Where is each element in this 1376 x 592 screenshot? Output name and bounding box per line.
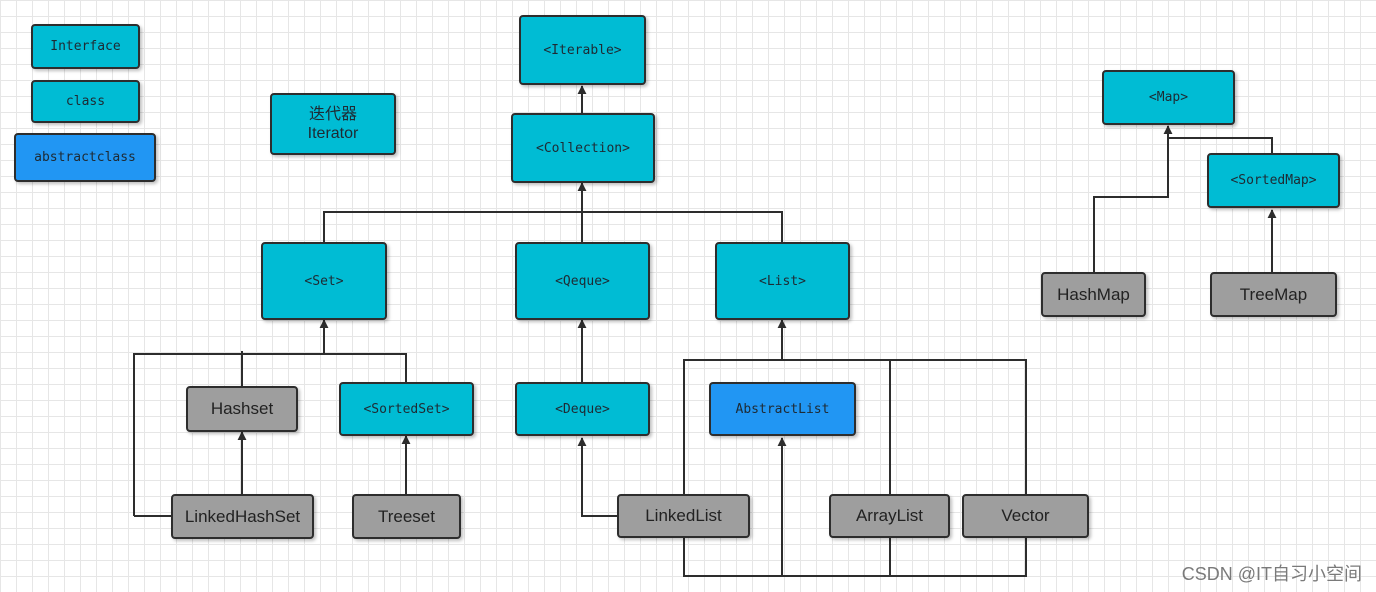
list-node: <List> — [715, 242, 850, 320]
arraylist-node: ArrayList — [829, 494, 950, 538]
sortedmap-node: <SortedMap> — [1207, 153, 1340, 208]
treeset-node: Treeset — [352, 494, 461, 539]
edge-hashmap-map — [1093, 125, 1173, 272]
edge-set-bus — [133, 353, 407, 516]
map-node: <Map> — [1102, 70, 1235, 125]
iterable-node: <Iterable> — [519, 15, 646, 85]
legend-class: class — [31, 80, 140, 123]
iterator-chinese-label: 迭代器 — [308, 106, 357, 123]
legend-interface: Interface — [31, 24, 140, 69]
edge-set-list-bus — [323, 211, 783, 242]
edge-abstractlist-bus — [683, 538, 1027, 577]
collection-node: <Collection> — [511, 113, 655, 183]
deque-node: <Deque> — [515, 382, 650, 436]
edge-map-bus — [1168, 137, 1273, 153]
abstractlist-node: AbstractList — [709, 382, 856, 436]
hashmap-node: HashMap — [1041, 272, 1146, 317]
edge-list-bus — [683, 359, 1027, 494]
linkedhashset-node: LinkedHashSet — [171, 494, 314, 539]
linkedlist-node: LinkedList — [617, 494, 750, 538]
sortedset-node: <SortedSet> — [339, 382, 474, 436]
legend-abstract-class: abstractclass — [14, 133, 156, 182]
vector-node: Vector — [962, 494, 1089, 538]
qeque-node: <Qeque> — [515, 242, 650, 320]
iterator-node: 迭代器 Iterator — [270, 93, 396, 155]
hashset-node: Hashset — [186, 386, 298, 432]
iterator-english-label: Iterator — [307, 125, 359, 142]
edge-linkedlist-deque — [577, 437, 617, 517]
set-node: <Set> — [261, 242, 387, 320]
csdn-watermark: CSDN @IT自习小空间 — [1181, 564, 1362, 584]
treemap-node: TreeMap — [1210, 272, 1337, 317]
